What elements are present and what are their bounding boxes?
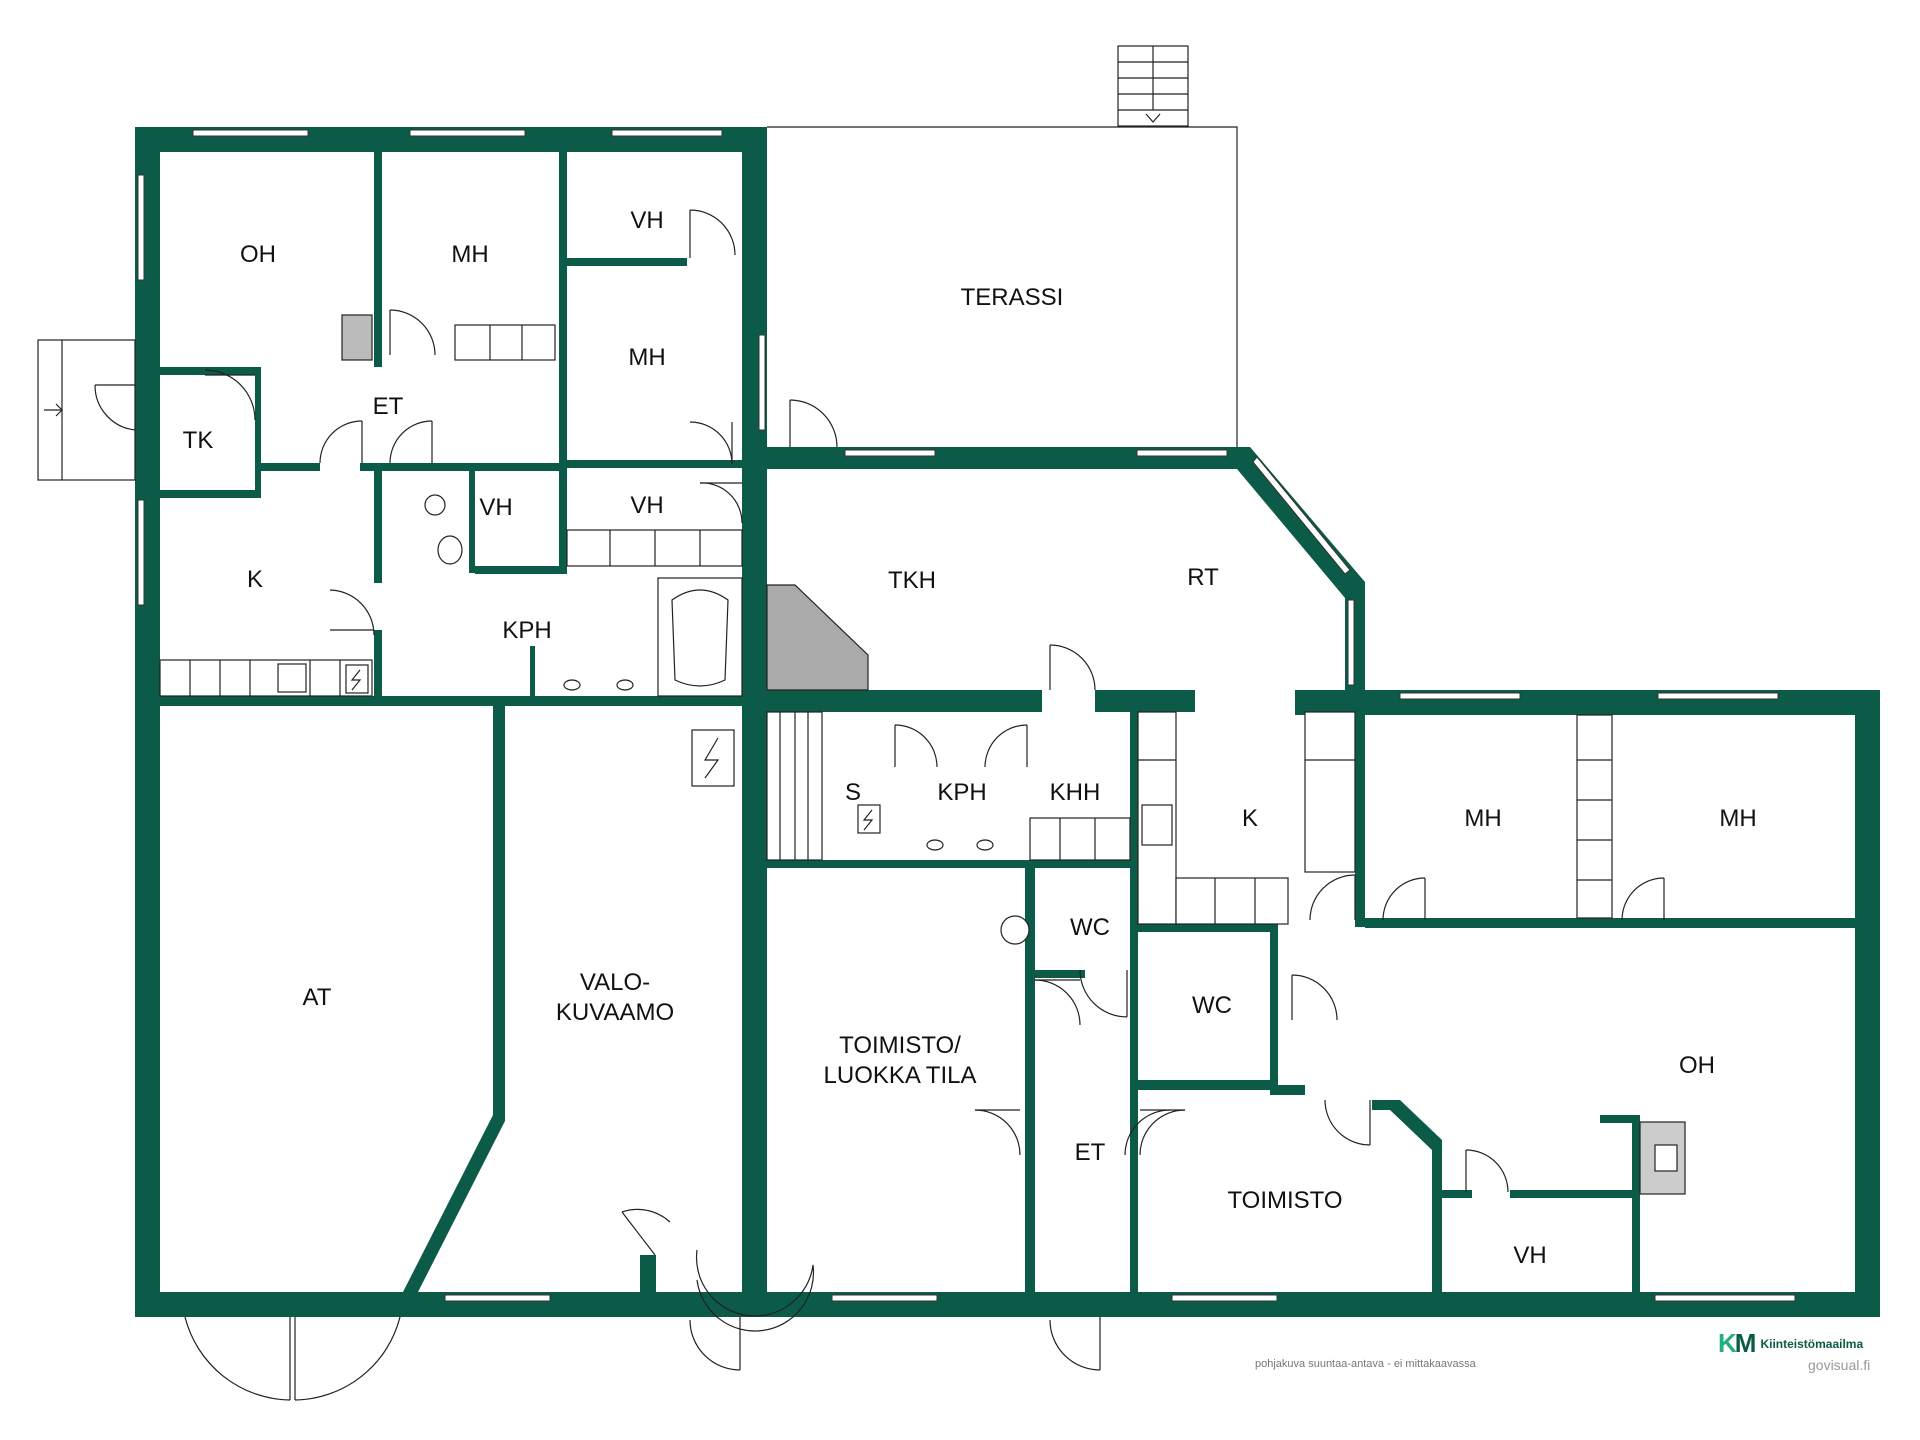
room-label-wc: WC xyxy=(1070,914,1110,941)
room-label-rt: RT xyxy=(1187,564,1219,591)
room-label-vh: VH xyxy=(630,207,663,234)
brand-mark-k: K xyxy=(1718,1328,1737,1358)
room-label-at: AT xyxy=(303,984,332,1011)
terrace-outline xyxy=(767,126,1238,447)
outer-walls xyxy=(135,127,1880,1317)
brand-logo: KM Kiinteistömaailma xyxy=(1718,1328,1863,1359)
room-label-wc: WC xyxy=(1192,992,1232,1019)
room-label-toimisto: TOIMISTO xyxy=(1227,1187,1342,1214)
room-labels: OH MH VH MH TERASSI ET TK VH VH K TKH RT… xyxy=(183,207,1757,1269)
room-label-vh: VH xyxy=(479,494,512,521)
room-label-tkh: TKH xyxy=(888,567,936,594)
windows xyxy=(137,129,1796,1302)
brand-name: Kiinteistömaailma xyxy=(1760,1336,1864,1351)
brand-mark-m: M xyxy=(1734,1328,1757,1358)
interior-walls xyxy=(160,152,1855,1292)
room-label-kph: KPH xyxy=(937,779,986,806)
room-label-vh: VH xyxy=(630,492,663,519)
room-label-toimisto-line1: TOIMISTO/ xyxy=(839,1032,961,1059)
room-label-valokuvaamo-line2: KUVAAMO xyxy=(556,999,674,1026)
room-label-et: ET xyxy=(373,393,404,420)
room-label-k: K xyxy=(1242,805,1258,832)
stairs-top xyxy=(1117,45,1189,127)
credit-text: govisual.fi xyxy=(1808,1357,1871,1373)
room-label-mh: MH xyxy=(1719,805,1756,832)
room-label-mh: MH xyxy=(451,241,488,268)
room-label-et: ET xyxy=(1075,1139,1106,1166)
doors xyxy=(94,209,1665,1401)
room-label-oh: OH xyxy=(240,241,276,268)
room-label-tk: TK xyxy=(183,427,214,454)
room-label-kph: KPH xyxy=(502,617,551,644)
entrance-steps xyxy=(37,339,136,481)
room-label-mh: MH xyxy=(628,344,665,371)
disclaimer-note: pohjakuva suuntaa-antava - ei mittakaava… xyxy=(1255,1358,1476,1370)
room-label-vh: VH xyxy=(1513,1242,1546,1269)
brand-mark: KM xyxy=(1718,1328,1757,1359)
room-label-oh: OH xyxy=(1679,1052,1715,1079)
room-label-k: K xyxy=(247,566,263,593)
room-label-khh: KHH xyxy=(1050,779,1101,806)
room-label-terassi: TERASSI xyxy=(961,284,1064,311)
room-label-toimisto-line2: LUOKKA TILA xyxy=(824,1062,977,1089)
room-label-valokuvaamo-line1: VALO- xyxy=(580,969,650,996)
room-label-s: S xyxy=(845,779,861,806)
fixtures xyxy=(159,314,1686,1195)
room-label-mh: MH xyxy=(1464,805,1501,832)
